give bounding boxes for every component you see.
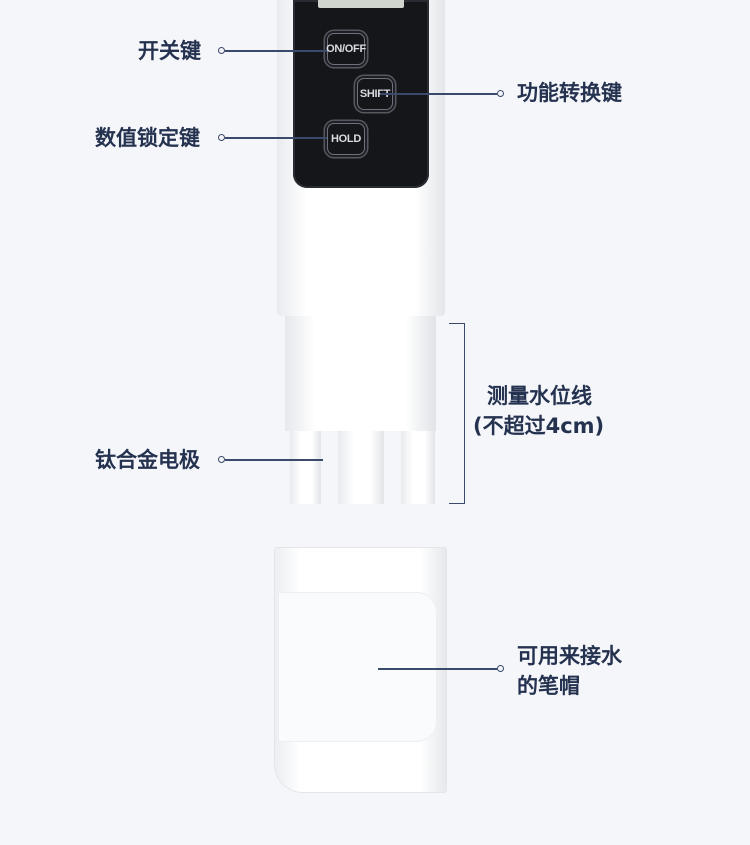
power-key-label: 开关键 bbox=[138, 39, 201, 63]
callout-dot bbox=[497, 90, 504, 97]
hold-button[interactable]: HOLD bbox=[327, 123, 365, 155]
hold-key-label: 数值锁定键 bbox=[95, 126, 200, 150]
callout-dot bbox=[218, 47, 225, 54]
electrode-prong bbox=[290, 431, 321, 504]
pen-cap-recess bbox=[278, 592, 437, 742]
callout-dot bbox=[497, 665, 504, 672]
on-off-button[interactable]: ON/OFF bbox=[326, 33, 366, 65]
callout-line bbox=[225, 50, 327, 52]
function-key-label: 功能转换键 bbox=[517, 81, 622, 105]
water-line-label: 测量水位线 bbox=[487, 384, 592, 408]
callout-line bbox=[380, 93, 497, 95]
pen-neck bbox=[285, 316, 436, 431]
callout-dot bbox=[218, 456, 225, 463]
water-line-note: (不超过4cm) bbox=[473, 414, 605, 438]
lcd-display bbox=[318, 0, 404, 8]
water-line-bracket bbox=[449, 323, 465, 504]
electrode-prong bbox=[338, 431, 384, 504]
cap-label-line2: 的笔帽 bbox=[517, 674, 580, 698]
electrode-prong bbox=[401, 431, 435, 504]
electrode-label: 钛合金电极 bbox=[95, 448, 200, 472]
callout-line bbox=[225, 459, 323, 461]
callout-line bbox=[225, 137, 327, 139]
prong-gap bbox=[385, 431, 397, 504]
prong-gap bbox=[322, 431, 334, 504]
callout-dot bbox=[218, 134, 225, 141]
cap-label-line1: 可用来接水 bbox=[517, 644, 622, 668]
callout-line bbox=[378, 668, 497, 670]
